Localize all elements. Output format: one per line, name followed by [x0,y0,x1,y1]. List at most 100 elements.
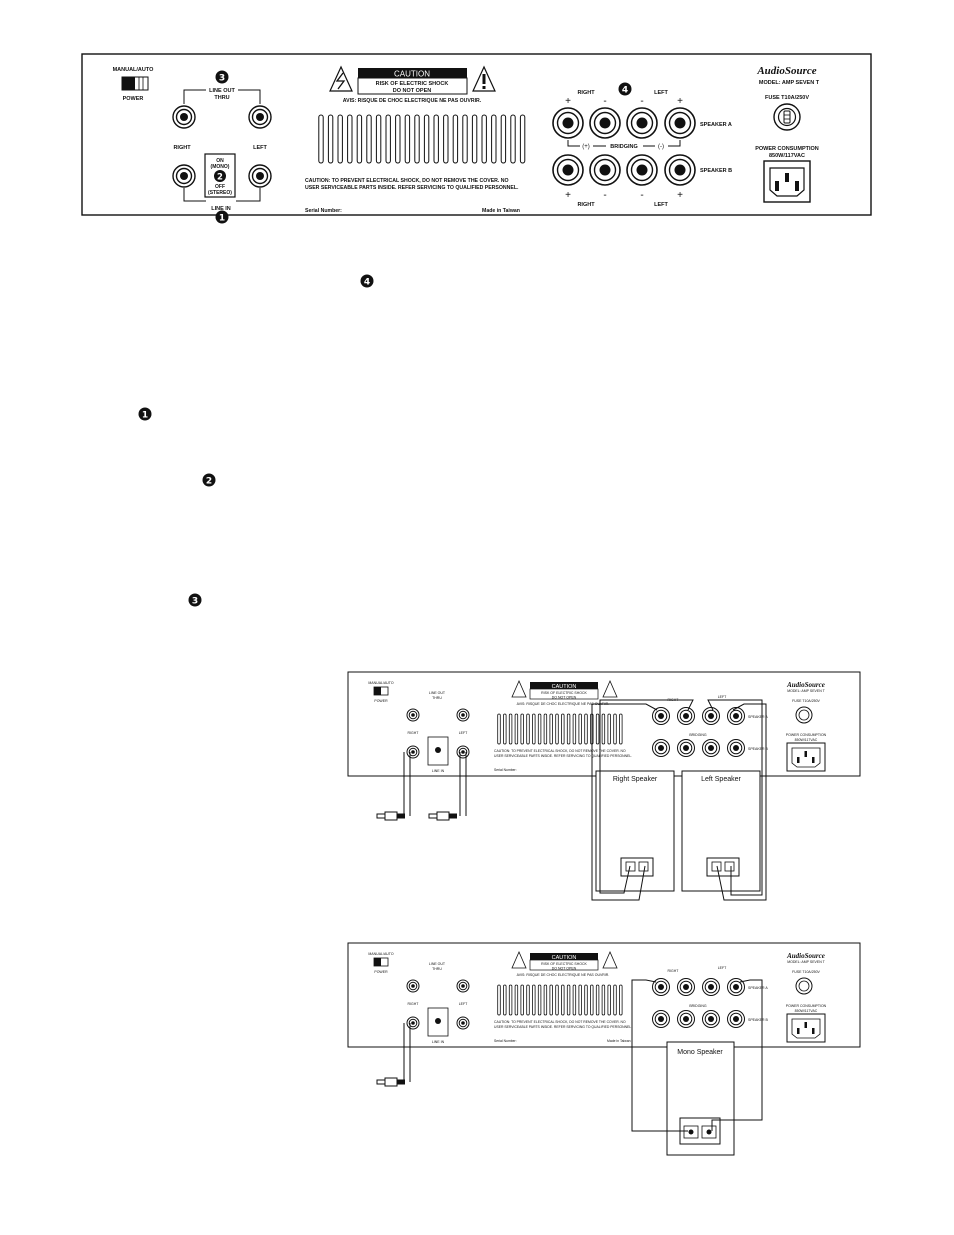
badge-3-label: 3 [219,74,225,84]
speaker-a-left-minus-post[interactable] [626,107,658,139]
svg-text:SPEAKER A: SPEAKER A [748,986,768,990]
power-consumption-label: POWER CONSUMPTION [755,146,819,152]
line-right-label: RIGHT [173,145,191,151]
vent-slot [607,713,611,745]
vent-slot [443,114,449,164]
line-in-right-jack[interactable] [172,164,196,188]
vent-slot [347,114,353,164]
vent-slot [537,713,542,745]
vent-slot [503,713,507,745]
vent-slot [561,984,565,1016]
speaker-a-right-minus-post[interactable] [589,107,621,139]
vent-slot [514,984,519,1016]
shock-warning-icon [329,65,353,92]
svg-text:BRIDGING: BRIDGING [689,1004,707,1008]
svg-text:BRIDGING: BRIDGING [689,733,707,737]
vent-slot [481,114,487,164]
svg-text:FUSE T10A/250V: FUSE T10A/250V [792,699,820,703]
vent-slot [595,984,600,1016]
vent-slot [601,713,606,745]
vent-slot [404,114,411,164]
svg-text:USER SERVICEABLE PARTS INSIDE.: USER SERVICEABLE PARTS INSIDE. REFER SER… [494,1025,632,1029]
line-in-label: LINE IN [211,206,231,212]
svg-text:THRU: THRU [432,696,442,700]
switch-label-top: MANUAL/AUTO [113,67,155,73]
vent-slot [613,984,617,1016]
speaker-b-left-minus-post[interactable] [626,154,658,186]
badge-2-label: 2 [217,173,223,183]
speaker-right-bottom-label: RIGHT [577,202,595,208]
caution-line-1: RISK OF ELECTRIC SHOCK [376,81,449,87]
line-out-right-jack[interactable] [172,105,196,129]
rear-panel-main: MANUAL/AUTO POWER 3 LINE OUT THRU RIGHT … [81,53,872,224]
vent-slot [318,114,324,164]
badge-1-icon [215,210,229,224]
vent-slot [385,114,391,164]
vent-slot [619,713,623,745]
mono-wiring-diagram: MANUAL/AUTO POWER LINE OUT THRU RIGHT LE… [347,942,861,1156]
svg-text:CAUTION: CAUTION [552,955,577,961]
polarity-minus-3: - [603,190,606,201]
vent-slot [327,114,334,164]
svg-text:POWER CONSUMPTION: POWER CONSUMPTION [786,733,827,737]
vent-slot [356,114,363,164]
vent-slot [595,713,600,745]
speaker-b-right-plus-post[interactable] [552,154,584,186]
svg-text:LEFT: LEFT [459,1002,468,1006]
caution-french: AVIS: RISQUE DE CHOC ELECTRIQUE NE PAS O… [343,98,482,104]
vent-slot [526,984,530,1016]
mono-on-label: ON [216,158,224,164]
mono-mono-label: (MONO) [211,164,230,170]
polarity-plus-4: + [677,190,683,201]
vent-slot [497,713,501,745]
line-out-left-jack[interactable] [248,105,272,129]
warning-line-1: CAUTION: TO PREVENT ELECTRICAL SHOCK, DO… [305,178,509,184]
vent-slot [555,713,559,745]
vent-slot [572,984,577,1016]
polarity-minus-1: - [603,96,606,107]
speaker-b-right-minus-post[interactable] [589,154,621,186]
speaker-a-left-plus-post[interactable] [664,107,696,139]
vent-slot [337,114,343,164]
speaker-right-top-label: RIGHT [577,90,595,96]
vent-slot [471,114,478,164]
svg-text:RIGHT: RIGHT [408,1002,420,1006]
model-label: MODEL: AMP SEVEN T [759,80,820,86]
polarity-plus-3: + [565,190,571,201]
mono-stereo-label: (STEREO) [208,190,232,196]
svg-text:2: 2 [206,477,212,487]
speaker-b-label: SPEAKER B [700,168,732,174]
svg-text:CAUTION: CAUTION [552,684,577,690]
vent-slot [375,114,382,164]
svg-text:AVIS: RISQUE DE CHOC ELECTRIQU: AVIS: RISQUE DE CHOC ELECTRIQUE NE PAS O… [517,973,610,977]
vent-slot [514,713,519,745]
bridging-label: BRIDGING [610,144,638,150]
vent-slot [395,114,401,164]
manual-auto-switch[interactable] [121,76,149,91]
svg-text:LEFT: LEFT [718,695,727,699]
vent-slot [549,984,553,1016]
vent-slot [500,114,507,164]
svg-text:CAUTION: TO PREVENT ELECTRICAL: CAUTION: TO PREVENT ELECTRICAL SHOCK, DO… [494,749,626,753]
speaker-a-right-plus-post[interactable] [552,107,584,139]
caution-line-2: DO NOT OPEN [393,88,432,94]
bridging-minus-label: (-) [658,144,664,150]
stereo-wiring-diagram: MANUAL/AUTO POWER LINE OUT THRU RIGHT LE… [347,671,861,901]
bridging-plus-label: (+) [582,144,590,150]
badge-1-label: 1 [219,214,225,224]
vent-slot [532,713,536,745]
vent-slot [607,984,611,1016]
vent-slot [561,713,565,745]
polarity-minus-2: - [640,96,643,107]
fuse-holder-icon[interactable] [773,103,801,131]
polarity-minus-4: - [640,190,643,201]
power-inlet-socket[interactable] [763,160,811,203]
polarity-plus-1: + [565,96,571,107]
section-badge-3: 3 [188,593,202,607]
line-in-left-jack[interactable] [248,164,272,188]
mono-off-label: OFF [215,184,225,190]
speaker-b-left-plus-post[interactable] [664,154,696,186]
svg-text:SPEAKER A: SPEAKER A [748,715,768,719]
svg-text:Serial Number:: Serial Number: [494,768,517,772]
